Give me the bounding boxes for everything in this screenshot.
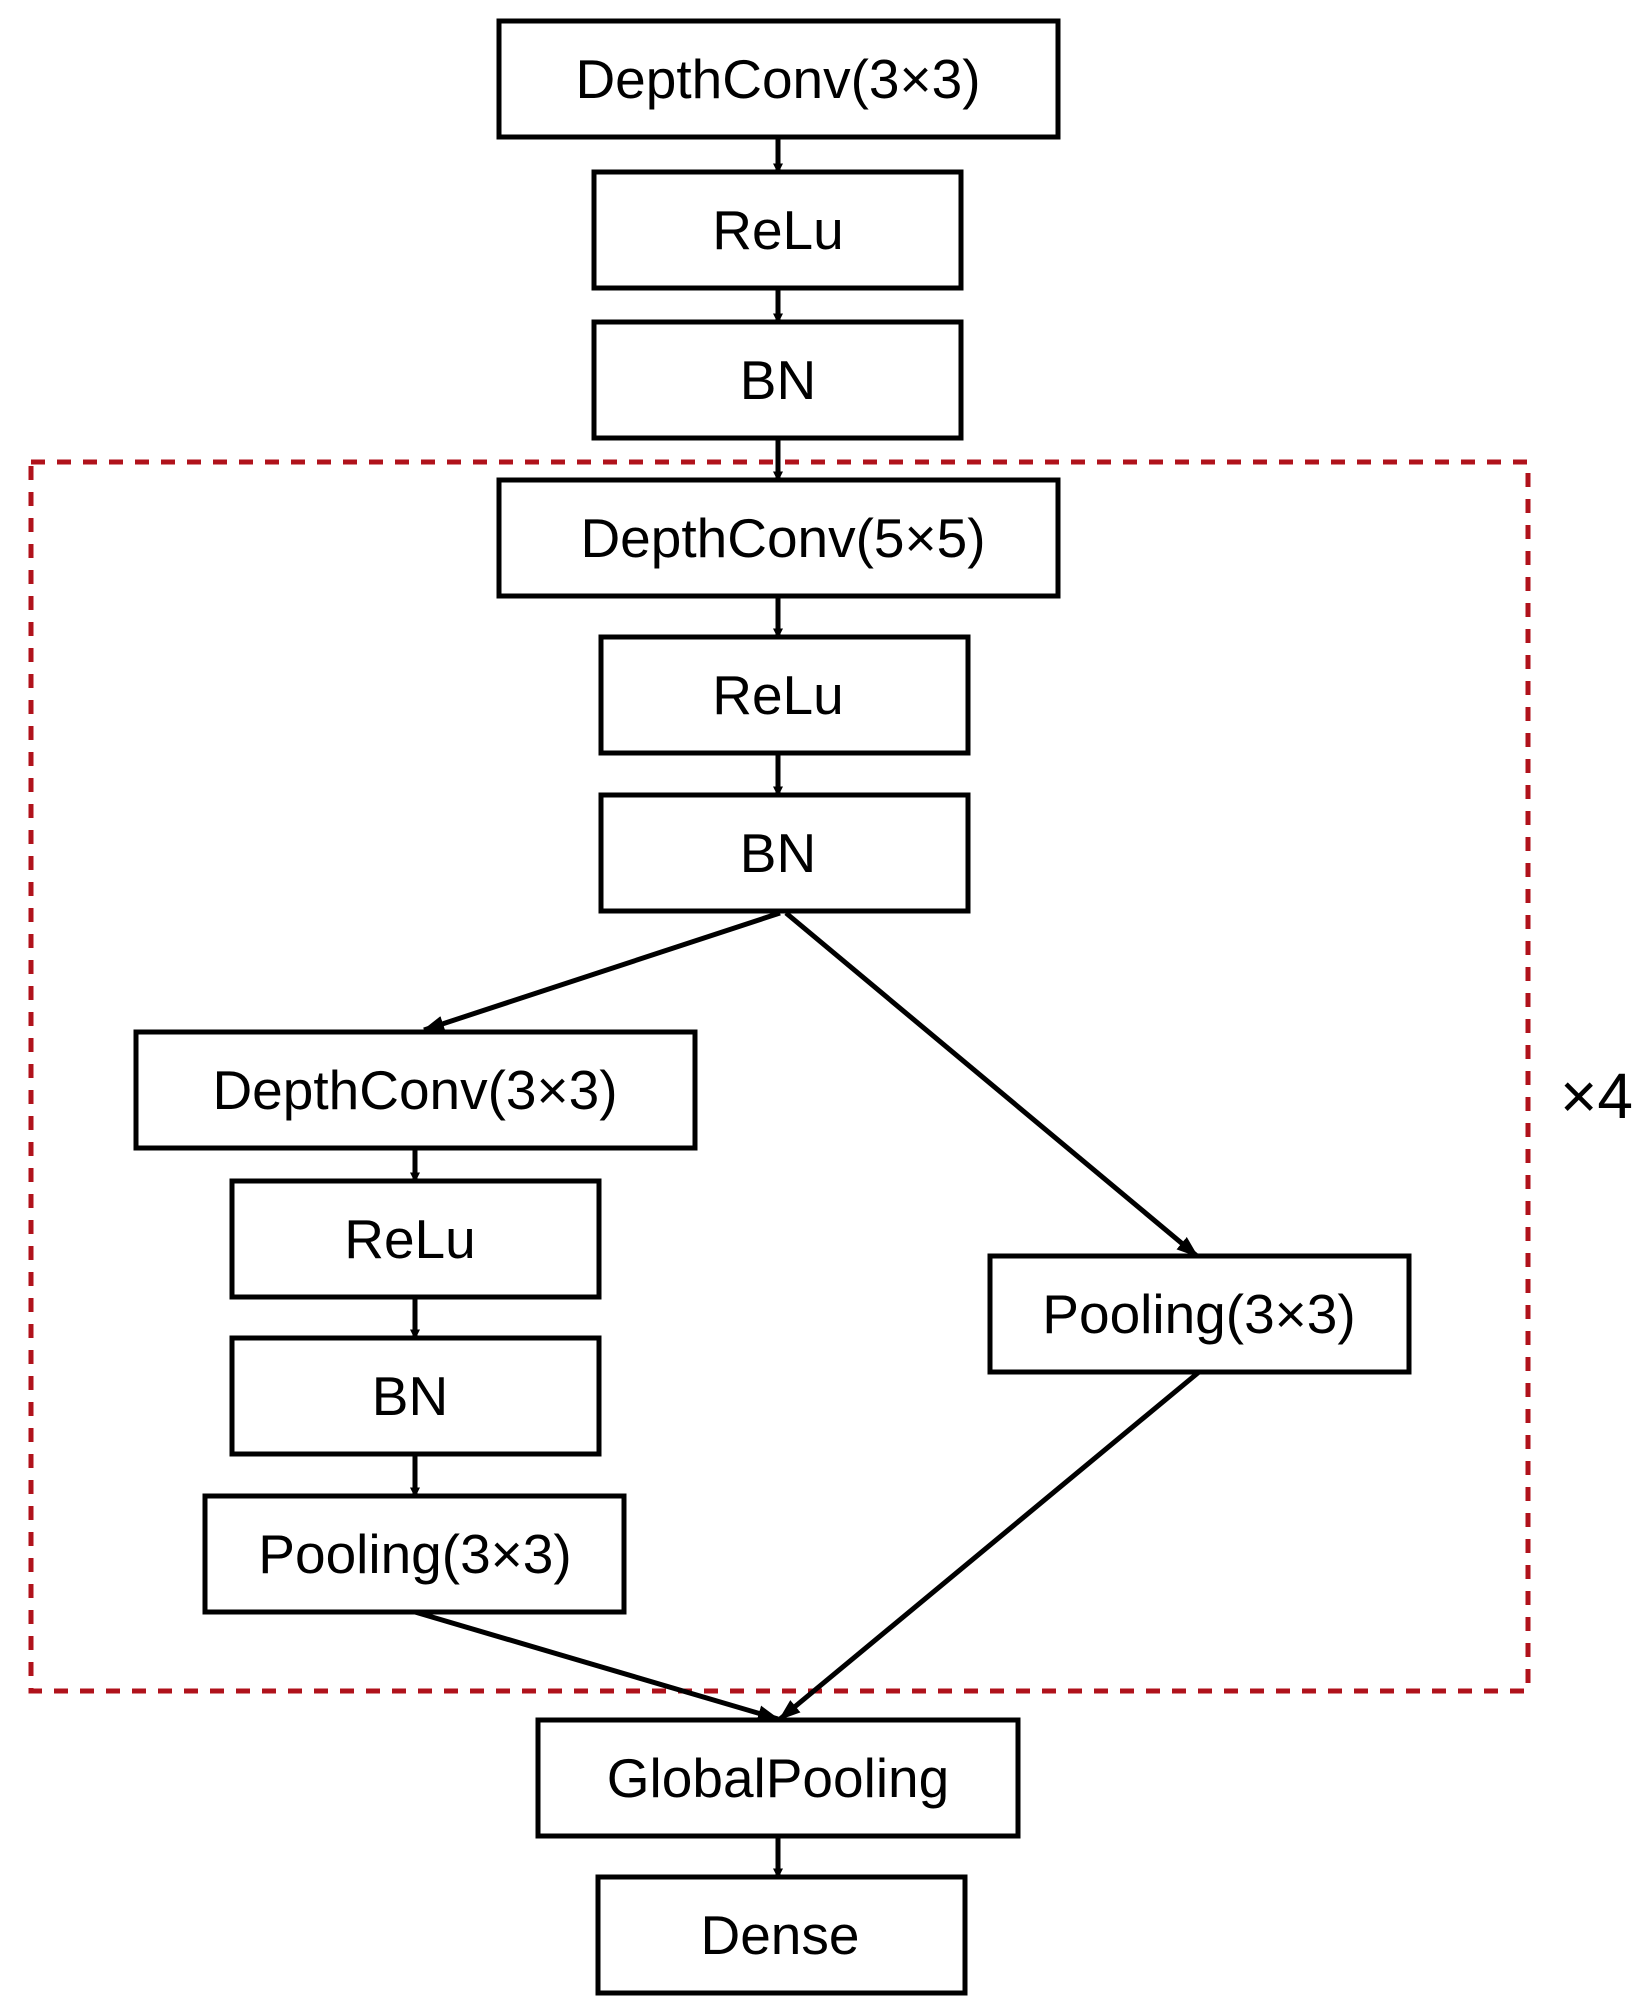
node-label: ReLu [712,199,843,261]
repeat-count-label: ×4 [1560,1060,1633,1132]
node-bn-3: BN [229,1335,602,1457]
edge-pooling-3x3-right-to-global-pooling [778,1370,1201,1721]
node-label: BN [372,1365,448,1427]
node-label: DepthConv(3×3) [212,1059,617,1121]
node-label: GlobalPooling [607,1747,949,1809]
repeat-block-outline [28,459,1531,1694]
node-global-pooling: GlobalPooling [535,1717,1021,1839]
node-label: Pooling(3×3) [1042,1283,1355,1345]
nodes: DepthConv(3×3) ReLu BN DepthConv(5×5) Re… [133,18,1412,1996]
edge-bn-2-to-pooling-3x3-right [784,911,1199,1258]
node-label: ReLu [344,1208,475,1270]
node-relu-3: ReLu [229,1178,602,1300]
node-depthconv-3x3-branch: DepthConv(3×3) [133,1029,698,1151]
node-label: Dense [701,1904,860,1966]
node-label: DepthConv(3×3) [575,48,980,110]
node-pooling-3x3-right: Pooling(3×3) [987,1253,1412,1375]
node-pooling-3x3-left: Pooling(3×3) [202,1493,627,1615]
edge-pooling-3x3-left-to-global-pooling [414,1609,780,1722]
node-bn-1: BN [591,319,964,441]
node-bn-2: BN [598,792,971,914]
node-depthconv-5x5: DepthConv(5×5) [496,477,1061,599]
node-label: Pooling(3×3) [258,1523,571,1585]
edges [410,137,1201,1879]
node-label: BN [740,822,816,884]
node-relu-1: ReLu [591,169,964,291]
node-dense: Dense [595,1874,968,1996]
node-depthconv-3x3-top: DepthConv(3×3) [496,18,1061,140]
edge-bn-2-to-depthconv-3x3-branch [422,910,781,1033]
node-relu-2: ReLu [598,634,971,756]
node-label: DepthConv(5×5) [580,507,985,569]
node-label: BN [740,349,816,411]
node-label: ReLu [712,664,843,726]
